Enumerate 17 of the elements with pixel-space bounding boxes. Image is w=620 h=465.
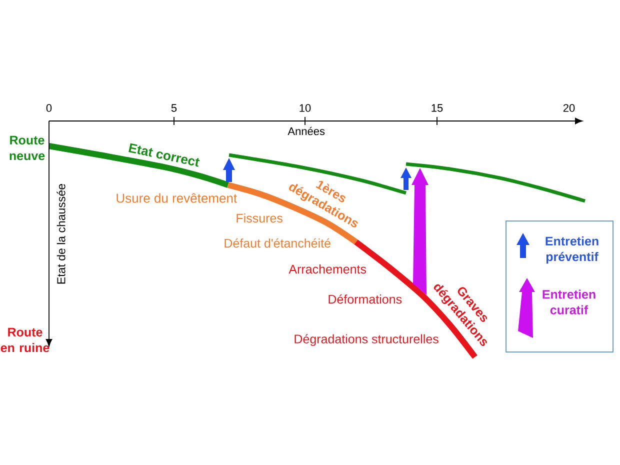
tick-label: 15: [432, 104, 443, 112]
curve-label: Etat correct: [128, 143, 200, 167]
state-label: Route neuve: [10, 136, 45, 160]
damage-label: Usure du revêtement: [116, 193, 237, 203]
tick-label: 20: [563, 104, 575, 112]
tick-label: 0: [46, 104, 52, 112]
state-label: Route en ruine: [0, 328, 50, 352]
tick-label: 5: [171, 104, 177, 112]
legend-label: Entretien préventif: [546, 236, 598, 264]
legend-label: Entretien curatif: [542, 290, 596, 314]
axis-title: Années: [288, 126, 325, 136]
damage-label: Défaut d'étanchéité: [224, 238, 330, 248]
damage-label: Fissures: [236, 213, 282, 223]
axis-title: Etat de la chaussée: [56, 184, 66, 284]
tick-label: 10: [300, 104, 311, 112]
damage-label: Arrachements: [288, 264, 366, 274]
damage-label: Déformations: [328, 294, 402, 304]
